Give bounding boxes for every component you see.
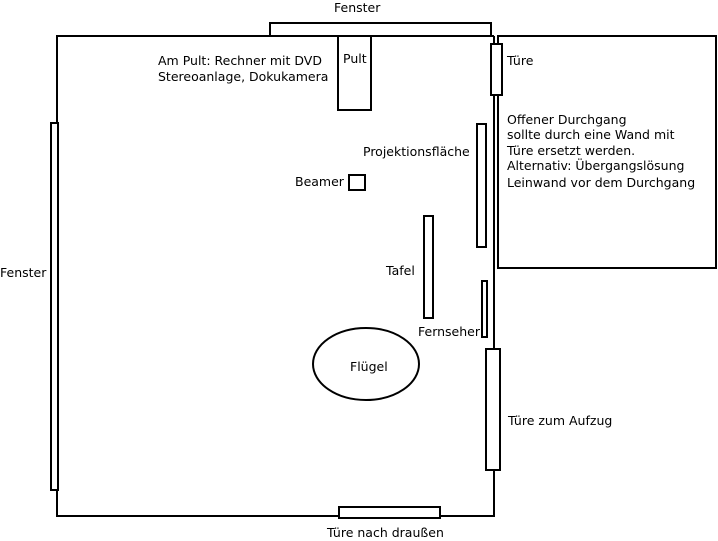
label-passage-3: Türe ersetzt werden.: [506, 143, 635, 158]
pult-desk: [337, 35, 372, 111]
label-exit-door: Türe nach draußen: [326, 525, 444, 540]
label-passage-1: Offener Durchgang: [507, 112, 627, 127]
exit-door: [338, 506, 441, 519]
label-pult: Pult: [343, 51, 367, 66]
blackboard: [423, 215, 434, 319]
label-pult-note-2: Stereoanlage, Dokukamera: [158, 69, 328, 84]
grand-piano: [312, 327, 420, 401]
label-projection-screen: Projektionsfläche: [363, 144, 470, 159]
label-blackboard: Tafel: [385, 263, 415, 278]
window-left: [50, 122, 59, 491]
label-passage-4: Alternativ: Übergangslösung: [507, 157, 684, 173]
label-passage-5: Leinwand vor dem Durchgang: [507, 175, 695, 190]
label-door: Türe: [506, 53, 534, 68]
window-top: [269, 22, 492, 37]
label-beamer: Beamer: [295, 174, 345, 189]
elevator-door: [485, 348, 501, 471]
label-window-left: Fenster: [0, 265, 47, 280]
label-passage-2: sollte durch eine Wand mit: [507, 127, 675, 142]
beamer-box: [348, 174, 366, 191]
label-television: Fernseher: [418, 324, 481, 339]
label-grand-piano: Flügel: [350, 359, 388, 374]
television: [481, 280, 488, 338]
label-pult-note-1: Am Pult: Rechner mit DVD: [158, 53, 322, 68]
projection-screen: [476, 123, 487, 248]
label-window-top: Fenster: [334, 0, 381, 15]
door-top-right: [490, 43, 503, 96]
label-elevator-door: Türe zum Aufzug: [507, 413, 612, 428]
